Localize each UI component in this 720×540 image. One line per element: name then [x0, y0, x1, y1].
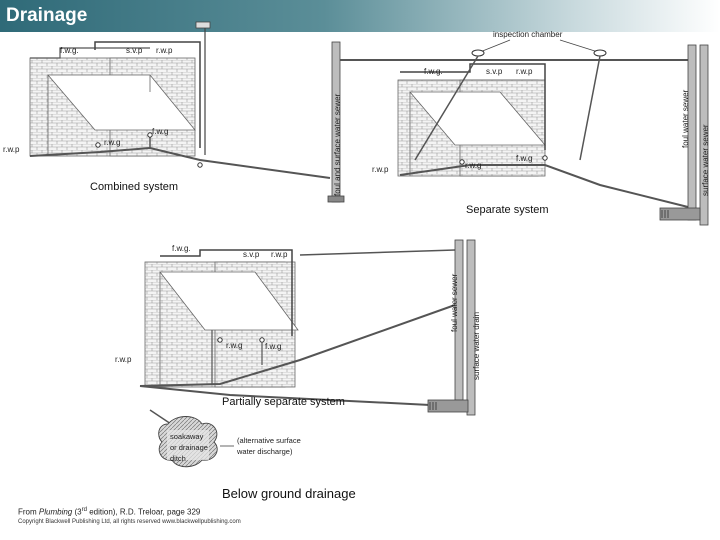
partial-surface-drain	[139, 385, 431, 406]
label-rwg: r.w.g	[465, 161, 481, 170]
separate-fwg	[542, 155, 548, 161]
citation-book: Plumbing	[38, 507, 73, 517]
page-title: Drainage	[6, 5, 88, 26]
label-combined-sewer: foul and surface water sewer	[333, 93, 342, 196]
separate-rwg	[459, 159, 465, 165]
inspection-chamber-1	[471, 49, 485, 57]
citation-from: From	[18, 507, 37, 517]
citation-rest: edition), R.D. Treloar, page 329	[89, 507, 201, 517]
label-foul-water-sewer: foul water sewer	[681, 89, 690, 148]
label-rwp: r.w.p	[372, 165, 389, 174]
combined-chamber	[197, 162, 203, 168]
inspection-chamber-2	[593, 49, 607, 57]
label-fwg: f.w.g.	[424, 67, 443, 76]
partial-vent-pipe	[299, 249, 456, 256]
label-rwp: r.w.p	[516, 67, 533, 76]
label-svp: s.v.p	[243, 250, 260, 259]
label-soakaway: or drainage	[170, 443, 208, 452]
partial-svp-pipe	[160, 249, 293, 336]
partial-rwg	[217, 337, 223, 343]
title-bar	[0, 0, 720, 32]
partial-fwg	[259, 337, 265, 343]
citation-edition: 3	[77, 507, 82, 517]
label-soakaway: soakaway	[170, 432, 204, 441]
label-svp: s.v.p	[126, 46, 143, 55]
label-rwp: r.w.p	[271, 250, 288, 259]
separate-system: inspection chamber f.w.g. s.v.p r.w.p r.…	[340, 30, 710, 226]
label-foul-water-sewer: foul water sewer	[450, 273, 459, 332]
source-citation: From Plumbing (3rd edition), R.D. Treloa…	[18, 507, 201, 517]
partial-foul-drain	[139, 304, 456, 387]
combined-sewer-base	[327, 195, 345, 203]
label-surface-water-drain: surface water drain	[472, 312, 481, 380]
separate-roof	[397, 79, 546, 177]
label-rwp: r.w.p	[115, 355, 132, 364]
label-alternative-discharge: water discharge)	[236, 447, 293, 456]
label-inspection-chamber: inspection chamber	[493, 30, 563, 39]
caption-separate-system: Separate system	[466, 204, 549, 216]
combined-gully	[147, 132, 153, 138]
label-fwg: f.w.g	[265, 342, 281, 351]
caption-partial-system: Partially separate system	[222, 396, 345, 408]
combined-roof	[29, 47, 196, 157]
partial-branches	[211, 330, 263, 384]
label-rwp: r.w.p	[156, 46, 173, 55]
separate-branches	[414, 55, 601, 161]
citation-edition-sup: rd	[81, 507, 87, 513]
label-rwg: r.w.g	[226, 341, 242, 350]
copyright-notice: Copyright Blackwell Publishing Ltd, all …	[18, 519, 241, 525]
partial-drain-junction	[427, 399, 469, 413]
label-svp: s.v.p	[486, 67, 503, 76]
separate-junction-ribs	[661, 210, 669, 218]
label-rwg: r.w.g	[104, 138, 120, 147]
label-soakaway: ditch	[170, 454, 186, 463]
label-fwg: f.w.g	[516, 154, 532, 163]
label-rwp: r.w.p	[3, 145, 20, 154]
label-fwg: f.w.g.	[60, 46, 79, 55]
separate-surface-drain	[399, 164, 701, 211]
label-surface-water-sewer: surface water sewer	[701, 124, 710, 196]
label-fwg: f.w.g	[152, 127, 168, 136]
combined-svp-pipe	[94, 41, 201, 148]
combined-system: f.w.g. s.v.p r.w.p f.w.g r.w.g r.w.p fou…	[3, 21, 345, 203]
separate-surface-sewer-pipe	[699, 44, 709, 226]
label-fwg: f.w.g.	[172, 244, 191, 253]
subtitle-below-ground-drainage: Below ground drainage	[222, 486, 356, 501]
partial-system: soakaway or drainage ditch (alternative …	[115, 239, 481, 468]
soakaway-label-bg	[167, 430, 209, 460]
partial-surface-drain-pipe	[466, 239, 476, 416]
caption-combined-system: Combined system	[90, 181, 178, 193]
inspection-pointers	[479, 39, 599, 53]
separate-svp-pipe	[400, 63, 546, 150]
partial-junction-ribs	[429, 402, 437, 410]
combined-vent	[195, 21, 211, 29]
separate-sewer-junction	[659, 207, 701, 221]
label-alternative-discharge: (alternative surface	[237, 436, 301, 445]
combined-rwg	[95, 142, 101, 148]
